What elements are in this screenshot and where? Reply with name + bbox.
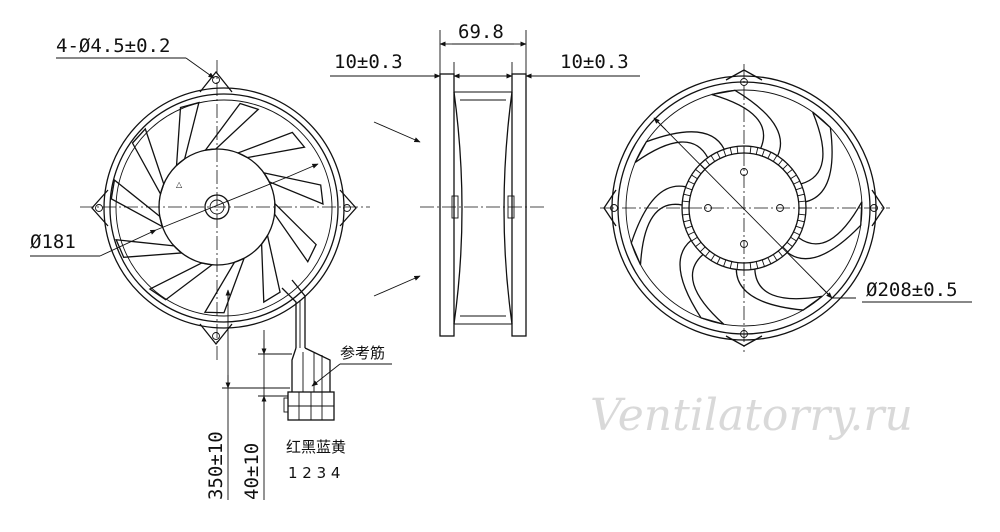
mounting-tab-left — [91, 189, 109, 227]
front-view: △ 4-Ø4.5±0.2 — [30, 35, 392, 500]
dim-cable-length: 350±10 — [205, 289, 290, 500]
watermark: Ventilatorry.ru — [590, 390, 913, 441]
blade — [711, 89, 782, 157]
dim-depth: 69.8 — [439, 21, 527, 74]
label-pin-numbers: 1 2 3 4 — [288, 464, 340, 482]
blade — [148, 262, 214, 301]
dim-flange-right: 10±0.3 — [484, 51, 640, 79]
blade — [236, 131, 306, 159]
svg-text:10±0.3: 10±0.3 — [560, 51, 629, 73]
label-reference-rib: 参考筋 — [311, 344, 392, 387]
blade — [634, 131, 725, 163]
front-blades — [110, 101, 324, 314]
rear-view: Ø208±0.5 — [600, 64, 972, 352]
svg-text:10±0.3: 10±0.3 — [334, 51, 403, 73]
svg-text:4-Ø4.5±0.2: 4-Ø4.5±0.2 — [56, 35, 170, 57]
svg-text:Ø181: Ø181 — [30, 231, 76, 253]
svg-text:350±10: 350±10 — [205, 431, 227, 500]
svg-text:△: △ — [176, 180, 183, 189]
blade — [800, 111, 833, 203]
dim-outer-diameter: Ø208±0.5 — [653, 117, 972, 303]
blade — [115, 239, 184, 258]
mounting-tab-top — [199, 70, 233, 93]
blade — [679, 239, 725, 325]
svg-text:参考筋: 参考筋 — [340, 344, 385, 362]
blade — [204, 102, 260, 151]
dim-mounting-holes: 4-Ø4.5±0.2 — [56, 35, 215, 79]
svg-text:Ø208±0.5: Ø208±0.5 — [866, 279, 958, 301]
blade — [131, 127, 165, 196]
dim-strip-length: 40±10 — [241, 330, 292, 500]
svg-text:40±10: 40±10 — [241, 443, 263, 500]
blade — [175, 101, 200, 167]
label-wire-colors: 红黑蓝黄 — [286, 438, 346, 456]
blade — [260, 233, 281, 304]
side-view: 69.8 10±0.3 10±0.3 — [330, 21, 640, 337]
hub-serration — [682, 146, 806, 270]
blade — [203, 257, 246, 314]
mounting-tab-bottom — [199, 323, 233, 346]
blade — [630, 185, 686, 265]
dim-flange-left: 10±0.3 — [330, 51, 484, 79]
rear-blades — [630, 89, 863, 325]
blade — [262, 171, 324, 205]
blade — [786, 201, 863, 260]
mounting-tab-right — [339, 189, 357, 227]
dim-frame-diameter: Ø181 — [30, 163, 319, 257]
blade — [110, 178, 164, 228]
blade — [735, 269, 823, 311]
svg-text:69.8: 69.8 — [458, 21, 504, 43]
blade — [273, 202, 317, 263]
